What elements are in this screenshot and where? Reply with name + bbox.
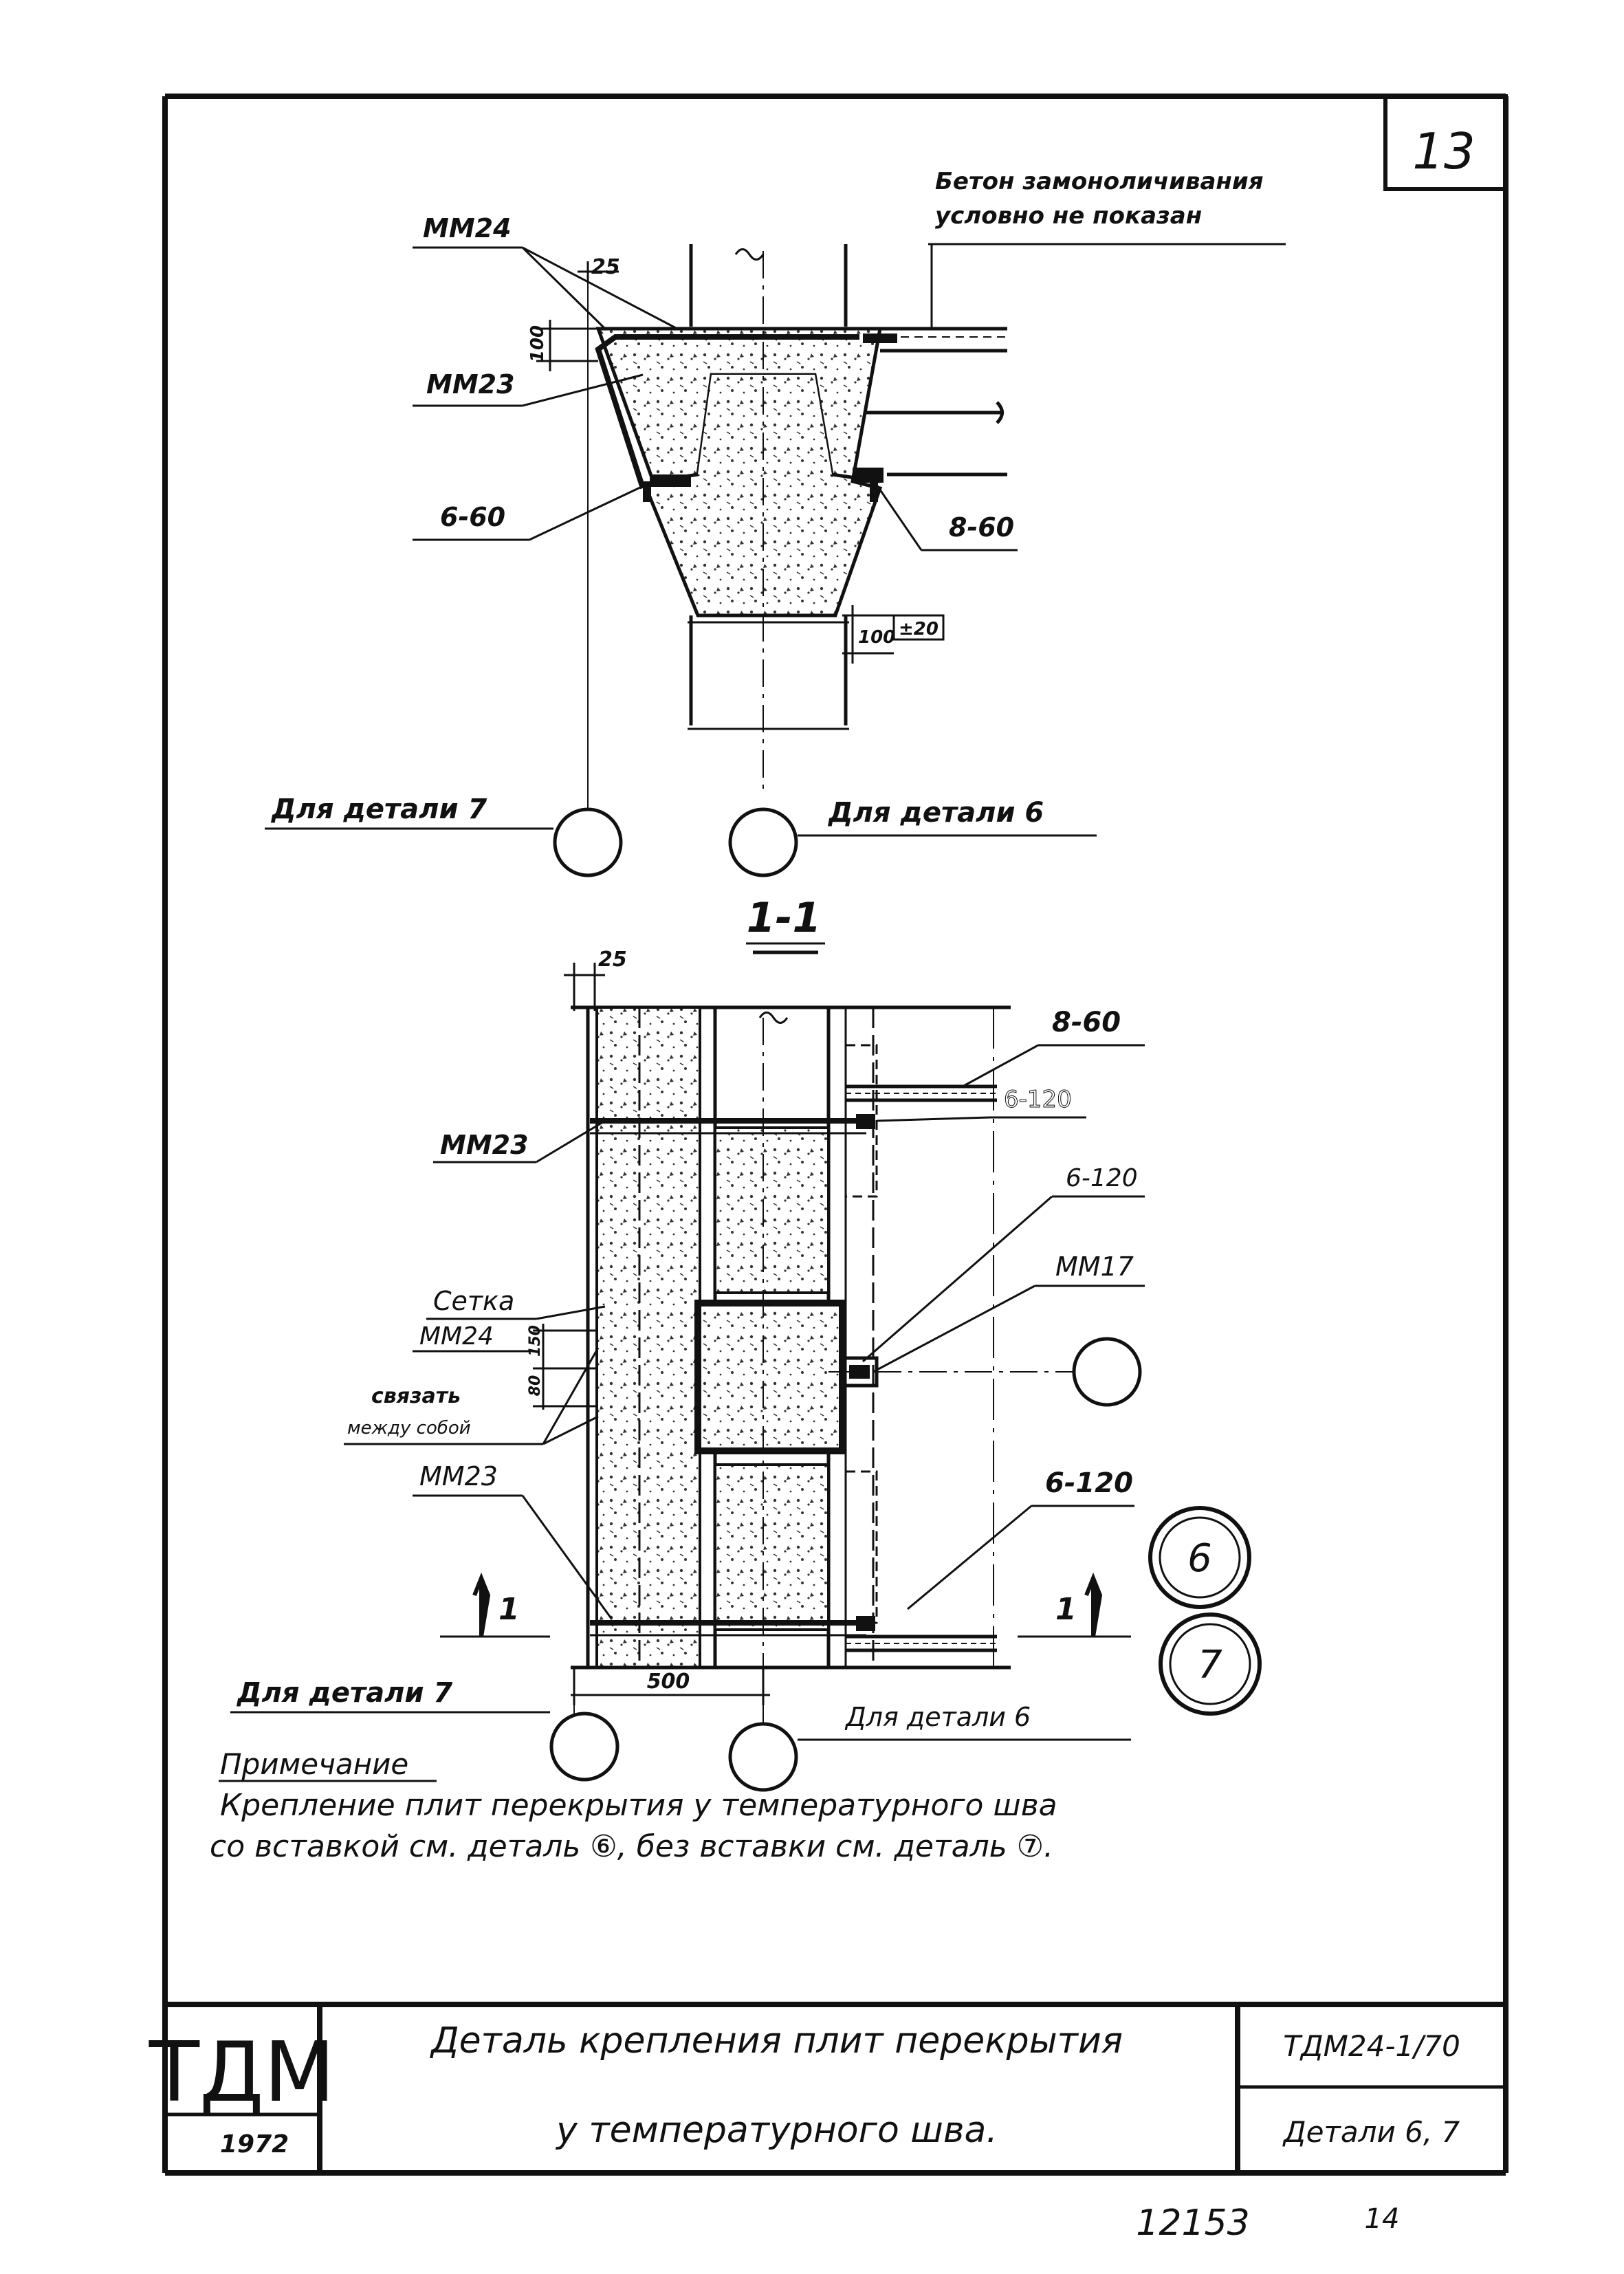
detail-circle-6-inner — [1159, 1516, 1241, 1599]
bottom-label-6-120-c: 6-120 — [1045, 1467, 1133, 1499]
bottom-label-mezhdu: между собой — [347, 1418, 471, 1439]
top-note-line2: условно не показан — [935, 202, 1202, 230]
title-line2: у температурного шва. — [555, 2110, 998, 2151]
title-line1: Деталь крепления плит перекрытия — [430, 2020, 1123, 2062]
detail-6-label: 6 — [1187, 1536, 1212, 1581]
top-label-8-60: 8-60 — [949, 512, 1014, 543]
section-title-group: 1-1 — [746, 894, 825, 954]
bottom-callout-circle-right — [728, 1722, 798, 1792]
bottom-dim-80: 80 — [527, 1375, 544, 1397]
top-callout-left: Для детали 7 — [270, 794, 487, 825]
detail-circle-6 — [1148, 1506, 1251, 1609]
bottom-label-mm23-bottom: ММ23 — [419, 1461, 498, 1491]
top-label-mm23: ММ23 — [426, 369, 515, 400]
top-note-line1: Бетон замоноличивания — [935, 168, 1264, 195]
title-block-year: 1972 — [220, 2130, 289, 2158]
bottom-label-mm17: ММ17 — [1055, 1251, 1134, 1282]
bottom-label-6-120-a: 6-120 — [1004, 1086, 1072, 1113]
top-callout-circle-right — [728, 807, 798, 877]
bottom-label-6-120-b: 6-120 — [1066, 1164, 1138, 1192]
bottom-label-mm24: ММ24 — [419, 1322, 494, 1351]
note-block: Примечание Крепление плит перекрытия у т… — [210, 1747, 1057, 1864]
bottom-number-right: 14 — [1365, 2203, 1400, 2235]
detail-circle-7-inner — [1169, 1623, 1251, 1705]
bottom-number-left: 12153 — [1136, 2202, 1249, 2244]
top-callout-right: Для детали 6 — [827, 797, 1044, 829]
bottom-plan-view: 25 — [230, 948, 1262, 1792]
sheet-frame — [162, 94, 1508, 2176]
bottom-callout-circle-left — [549, 1712, 619, 1782]
bottom-dim-500: 500 — [647, 1670, 690, 1694]
detail-circle-7 — [1159, 1612, 1262, 1716]
top-label-6-60: 6-60 — [440, 502, 505, 532]
bottom-label-mm23-top: ММ23 — [440, 1130, 529, 1160]
top-dim-pm20: ±20 — [899, 619, 939, 639]
sheet-number: 13 — [1412, 122, 1475, 180]
note-line1: Крепление плит перекрытия у температурно… — [220, 1788, 1057, 1823]
bottom-callout-right: Для детали 6 — [844, 1702, 1031, 1732]
bottom-label-setka: Сетка — [433, 1286, 514, 1316]
section-mark-right: 1 — [1055, 1592, 1077, 1627]
top-dim-100-right: 100 — [858, 627, 895, 648]
detail-7-label: 7 — [1198, 1643, 1222, 1687]
sheet-name: Детали 6, 7 — [1282, 2115, 1460, 2149]
section-title: 1-1 — [747, 894, 821, 942]
top-callout-circle-left — [553, 807, 623, 877]
bottom-dim-25: 25 — [598, 948, 627, 972]
title-block-logo: ТДМ — [149, 2025, 336, 2121]
top-dim-100-left: 100 — [527, 325, 548, 362]
bottom-label-8-60: 8-60 — [1052, 1007, 1121, 1038]
sheet-number-box: 13 — [1383, 94, 1508, 191]
note-heading: Примечание — [220, 1747, 408, 1781]
bottom-callout-left: Для детали 7 — [236, 1677, 452, 1709]
section-mark-left: 1 — [498, 1592, 520, 1627]
top-node-detail: Бетон замоноличивания условно не показан — [265, 168, 1286, 877]
title-block: ТДМ 1972 Деталь крепления плит перекрыти… — [149, 2002, 1506, 2173]
bottom-label-svyazat: связать — [371, 1384, 461, 1408]
note-line2: со вставкой см. деталь ⑥, без вставки см… — [210, 1829, 1053, 1864]
top-label-mm24: ММ24 — [423, 213, 512, 243]
top-dim-25: 25 — [591, 255, 620, 279]
bottom-callout-circle-mid — [1072, 1337, 1142, 1407]
document-code: ТДМ24-1/70 — [1283, 2029, 1460, 2063]
